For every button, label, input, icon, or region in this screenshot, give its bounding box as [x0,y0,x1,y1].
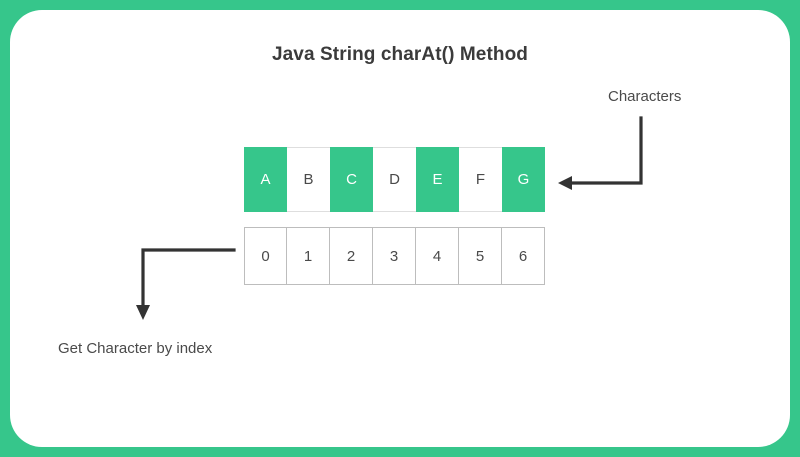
character-cell: C [330,147,373,212]
character-cell: F [459,147,502,212]
index-cell: 4 [416,227,459,285]
charat-table: A B C D E F G 0 1 2 3 4 5 6 [244,147,545,285]
content-card: Java String charAt() Method Characters G… [10,10,790,447]
index-arrow-icon [136,248,236,320]
character-cell: G [502,147,545,212]
index-row: 0 1 2 3 4 5 6 [244,227,545,285]
index-annotation-label: Get Character by index [58,340,213,357]
characters-annotation-label: Characters [608,88,682,105]
index-cell: 6 [502,227,545,285]
character-cell: E [416,147,459,212]
character-cell: D [373,147,416,212]
index-cell: 1 [287,227,330,285]
characters-arrow-icon [558,116,643,190]
index-cell: 5 [459,227,502,285]
character-cell: B [287,147,330,212]
index-cell: 3 [373,227,416,285]
character-row: A B C D E F G [244,147,545,212]
page-title: Java String charAt() Method [271,44,529,65]
index-cell: 2 [330,227,373,285]
index-cell: 0 [244,227,287,285]
character-cell: A [244,147,287,212]
